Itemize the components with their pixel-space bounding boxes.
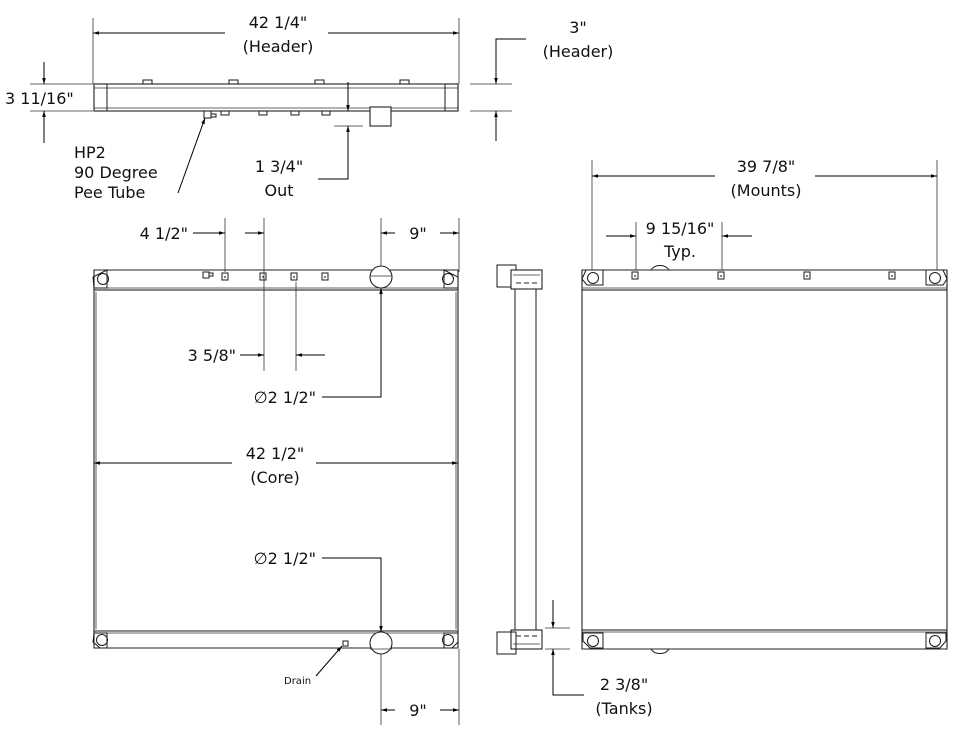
pee-tube-nozzle: [210, 113, 217, 118]
mount-hole: [442, 273, 454, 285]
header-end-cap-left: [93, 83, 108, 112]
header-body: [93, 83, 459, 112]
bracket-spacing-label: Typ.: [663, 242, 696, 261]
outlet-offset-value: 1 3/4": [255, 157, 303, 176]
side-bracket-bottom: [496, 631, 517, 655]
mount-hole: [97, 273, 109, 285]
mounts-width-value: 39 7/8": [737, 157, 796, 176]
dimension-leader: [322, 557, 383, 632]
mount-tab: [228, 79, 239, 85]
tank-height-value: 2 3/8": [600, 675, 648, 694]
tank-height-label: (Tanks): [595, 699, 652, 718]
dimension-leader: [494, 38, 526, 84]
rear-view: 39 7/8" (Mounts) 9 15/16" Typ.: [581, 157, 948, 654]
rear-core: [581, 289, 948, 631]
callout-leader: [315, 645, 343, 677]
side-tank-top: [510, 269, 543, 290]
mount-hole: [929, 635, 941, 647]
radiator-core: [93, 289, 459, 632]
hp2-callout-line1: HP2: [74, 143, 106, 162]
dimension-leader: [318, 126, 350, 180]
rear-top-brackets: [631, 271, 896, 280]
bracket-spacing-value: 9 15/16": [646, 219, 715, 238]
mount-hole: [587, 272, 599, 284]
core-width-label: (Core): [250, 468, 300, 487]
dimension-leader: [551, 649, 584, 696]
mount-tab: [258, 110, 268, 116]
inlet-offset-top-value: 9": [409, 224, 427, 243]
port-outline: [650, 265, 670, 271]
front-view: 4 1/2" 9" 3 5/8" ∅2 1/2" 42 1/2" (Core) …: [92, 218, 460, 725]
mount-hole: [587, 635, 599, 647]
drain-fitting: [342, 640, 349, 647]
mount-bracket-left: [582, 632, 604, 649]
rear-top-tank: [581, 269, 948, 291]
callout-leader: [177, 117, 206, 194]
header-depth-left-value: 3 11/16": [5, 89, 74, 108]
header-width-label: (Header): [243, 37, 314, 56]
mount-tab: [142, 79, 153, 85]
mount-hole: [442, 634, 454, 646]
mount-bracket-right: [443, 269, 459, 289]
mount-hole: [96, 634, 108, 646]
mount-tab: [290, 110, 300, 116]
mount-bracket-right: [443, 632, 459, 649]
header-depth-right-value: 3": [569, 18, 587, 37]
outlet-diameter-bottom-value: ∅2 1/2": [254, 549, 316, 568]
top-view: 42 1/4" (Header) 3 11/16" 3": [5, 13, 613, 202]
mount-bracket-left: [92, 632, 108, 649]
top-brackets: [221, 272, 329, 281]
bottom-tank: [93, 630, 459, 649]
top-tank: [93, 269, 459, 291]
outlet-offset-label: Out: [264, 181, 293, 200]
header-depth-right-label: (Header): [543, 42, 614, 61]
mount-tab: [314, 79, 325, 85]
pee-tube-fitting: [203, 110, 212, 119]
mount-tab: [220, 110, 230, 116]
drain-label: Drain: [284, 676, 311, 687]
spacing-a-value: 4 1/2": [140, 224, 188, 243]
hp2-callout-line3: Pee Tube: [74, 183, 145, 202]
mount-tab: [399, 79, 410, 85]
dimension-leader: [322, 288, 383, 398]
outlet-offset-bottom-value: 9": [409, 701, 427, 720]
mount-bracket-left: [581, 269, 604, 286]
hp2-callout-line2: 90 Degree: [74, 163, 158, 182]
header-end-cap-right: [444, 83, 459, 112]
mount-bracket-left: [92, 269, 108, 289]
pee-tube-nozzle: [208, 272, 214, 277]
inlet-port-top: [369, 265, 393, 289]
spacing-b-value: 3 5/8": [188, 346, 236, 365]
mount-hole: [929, 272, 941, 284]
header-width-value: 42 1/4": [249, 13, 308, 32]
outlet-port-bottom: [369, 631, 393, 655]
mount-bracket-right: [925, 269, 948, 286]
rear-bottom-tank: [581, 629, 948, 650]
outlet-fitting: [369, 106, 392, 127]
core-width-value: 42 1/2": [246, 444, 305, 463]
port-outline: [650, 648, 670, 654]
mounts-width-label: (Mounts): [731, 181, 802, 200]
mount-tab: [321, 110, 331, 116]
side-view: 2 3/8" (Tanks): [496, 264, 653, 718]
inlet-diameter-top-value: ∅2 1/2": [254, 388, 316, 407]
mount-bracket-right: [925, 632, 947, 649]
